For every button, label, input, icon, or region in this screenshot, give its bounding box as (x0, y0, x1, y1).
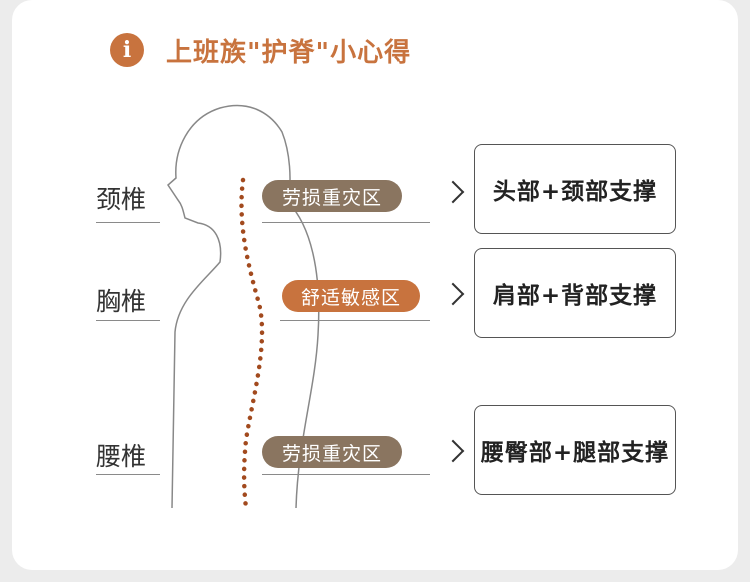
support-box: 肩部+背部支撑 (474, 248, 676, 338)
spine-dots (239, 177, 265, 511)
page-title: 上班族"护脊"小心得 (166, 37, 412, 68)
region-label-lumbar: 腰椎 (96, 442, 147, 471)
zone-badge: 劳损重灾区 (262, 436, 402, 468)
region-label-cervical: 颈椎 (96, 185, 147, 214)
region-label-thoracic: 胸椎 (96, 287, 147, 316)
info-icon: i (110, 33, 144, 67)
zone-badge: 劳损重灾区 (262, 180, 402, 212)
divider-line (96, 320, 160, 321)
support-box: 头部+颈部支撑 (474, 144, 676, 234)
divider-line (96, 222, 160, 223)
title-row: i 上班族"护脊"小心得 (110, 32, 411, 68)
divider-line (96, 474, 160, 475)
divider-line (262, 222, 430, 223)
divider-line (262, 474, 430, 475)
silhouette-outline (167, 104, 320, 509)
support-box: 腰臀部+腿部支撑 (474, 405, 676, 495)
divider-line (280, 320, 430, 321)
zone-badge: 舒适敏感区 (282, 280, 420, 312)
